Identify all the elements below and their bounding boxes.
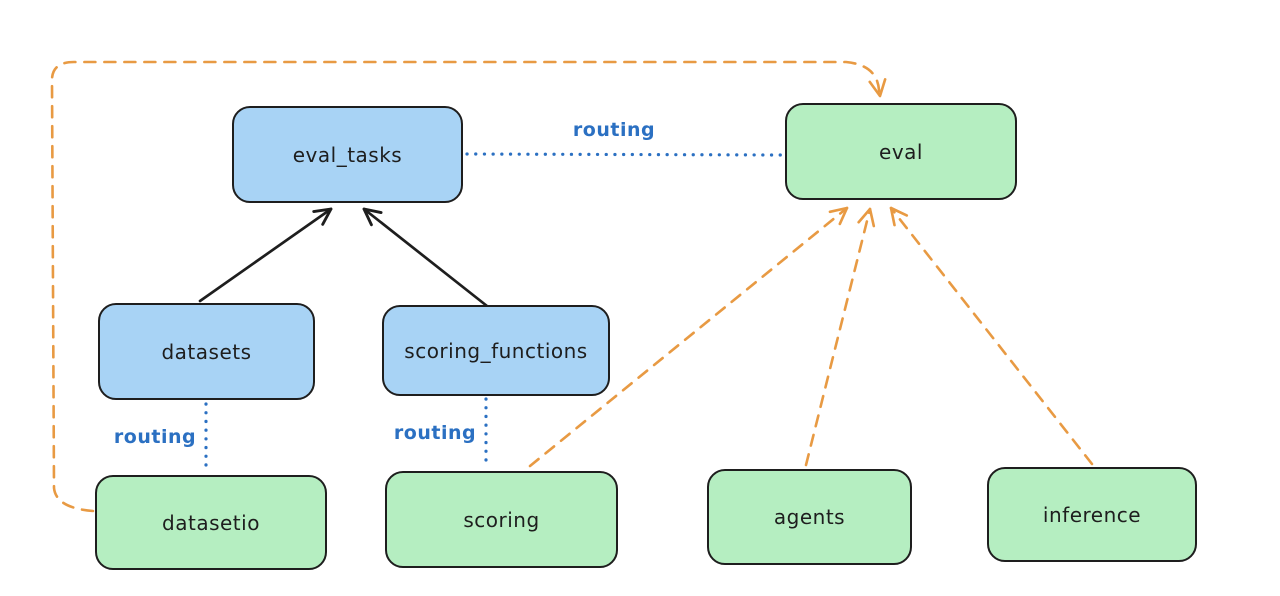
node-eval-tasks: eval_tasks [232, 106, 463, 203]
edge-scoring-to-eval [528, 206, 849, 468]
node-scoring: scoring [385, 471, 618, 568]
node-eval-tasks-label: eval_tasks [292, 142, 403, 167]
routing-label-eval-tasks-eval: routing [572, 119, 656, 141]
node-datasets: datasets [98, 303, 315, 400]
node-inference: inference [987, 467, 1197, 562]
edge-datasetio-to-eval [50, 60, 887, 513]
edge-agents-to-eval [804, 207, 876, 467]
node-agents-label: agents [773, 505, 846, 529]
node-scoring-label: scoring [463, 507, 540, 532]
routing-label-scoring-functions-scoring: routing [393, 422, 477, 444]
edge-inference-to-eval [889, 206, 1094, 466]
node-eval: eval [785, 103, 1017, 200]
node-inference-label: inference [1042, 502, 1142, 527]
node-datasets-label: datasets [161, 339, 252, 364]
edge-datasets-to-eval-tasks [198, 207, 333, 303]
node-eval-label: eval [879, 139, 923, 164]
node-datasetio-label: datasetio [162, 510, 260, 535]
node-datasetio: datasetio [95, 475, 327, 570]
node-agents: agents [707, 469, 912, 565]
edge-scoring-functions-to-eval-tasks [362, 207, 489, 308]
node-scoring-functions-label: scoring_functions [404, 338, 588, 363]
routing-label-datasets-datasetio: routing [113, 426, 197, 448]
node-scoring-functions: scoring_functions [382, 305, 610, 396]
edge-routing-eval-tasks-to-eval [465, 152, 783, 157]
